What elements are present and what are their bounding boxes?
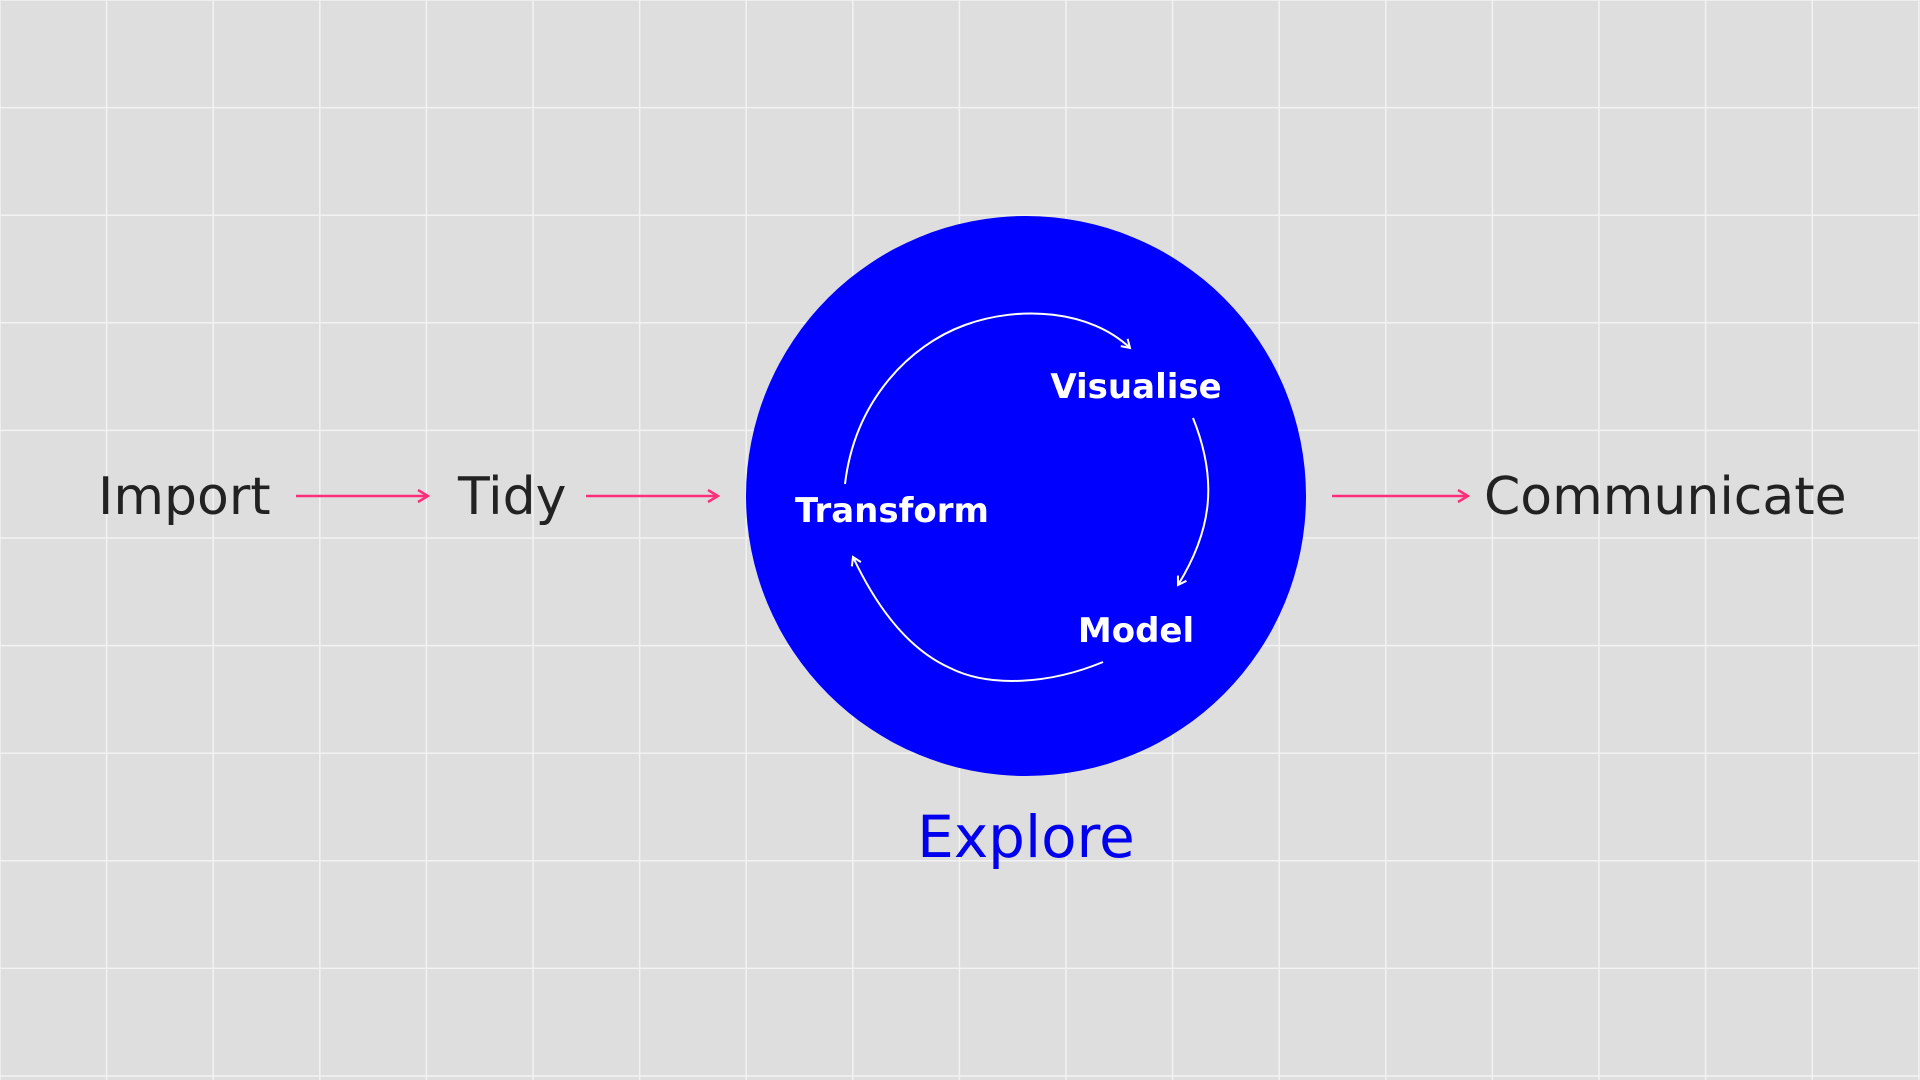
step-communicate-label: Communicate — [1484, 467, 1847, 527]
cycle-arrow-visualise-to-model — [1176, 417, 1210, 587]
cycle-arrow-transform-to-visualise — [844, 312, 1132, 485]
step-tidy-label: Tidy — [457, 467, 566, 527]
explore-label: Explore — [917, 803, 1135, 871]
step-import-label: Import — [98, 467, 271, 527]
cycle-arrow-model-to-transform — [850, 555, 1104, 682]
visualise-label: Visualise — [1050, 367, 1221, 407]
explore-circle — [746, 216, 1306, 776]
model-label: Model — [1078, 611, 1194, 651]
transform-label: Transform — [795, 491, 989, 531]
